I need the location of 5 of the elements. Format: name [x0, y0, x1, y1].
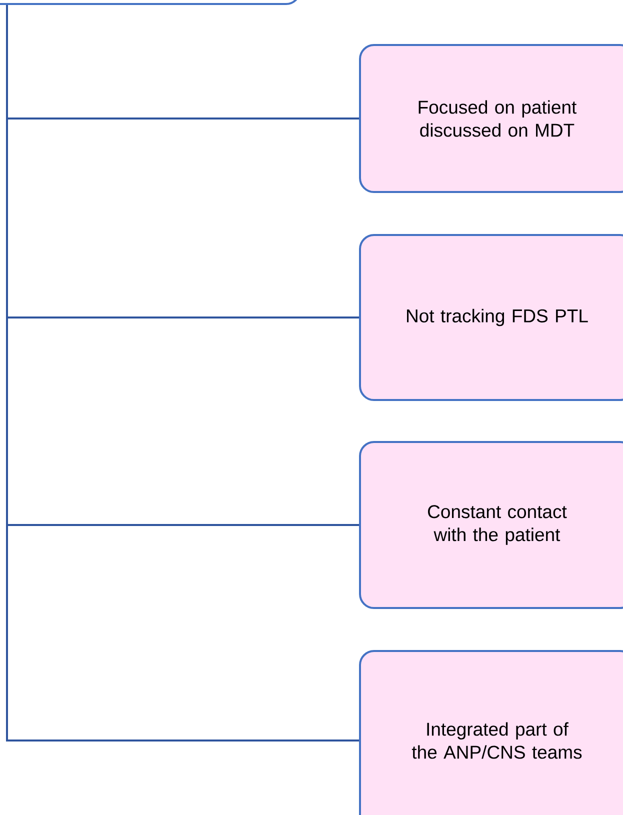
- connector-line: [6, 5, 359, 742]
- text-box: Focused on patient discussed on MDT: [359, 44, 623, 193]
- text-box: Integrated part of the ANP/CNS teams: [359, 650, 623, 815]
- text-box: Constant contact with the patient: [359, 441, 623, 609]
- text-box: Not tracking FDS PTL: [359, 234, 623, 401]
